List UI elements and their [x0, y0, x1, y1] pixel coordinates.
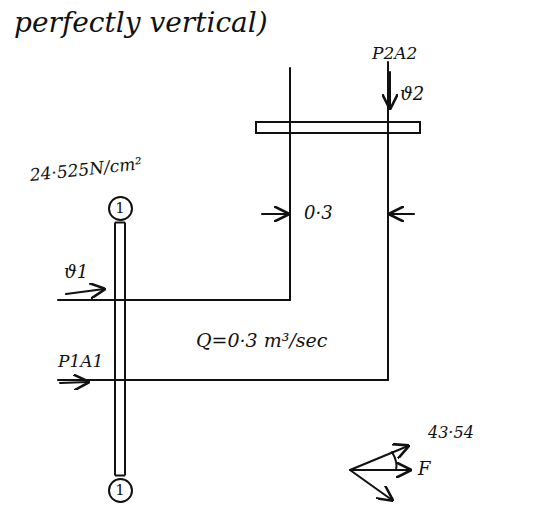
sketch-label: ϑ1 — [64, 262, 88, 282]
sketch-label: 0·3 — [304, 203, 333, 223]
sketch-label: F — [418, 459, 431, 479]
section-line — [115, 223, 125, 476]
section-number: 1 — [115, 483, 125, 498]
section-marker: 1 — [108, 196, 133, 221]
sketch-label: ϑ2 — [400, 84, 424, 104]
section-marker: 1 — [108, 478, 133, 503]
sketch-label: Q=0·3 m³/sec — [196, 330, 327, 351]
sketch-label: perfectly vertical) — [14, 8, 268, 39]
sketch-label: P1A1 — [58, 352, 103, 371]
section-number: 1 — [115, 201, 125, 216]
sketch-label: 43·54 — [428, 424, 474, 442]
sketch-label: P2A2 — [372, 44, 417, 63]
sketch-label: 24·525N/cm² — [29, 154, 143, 184]
